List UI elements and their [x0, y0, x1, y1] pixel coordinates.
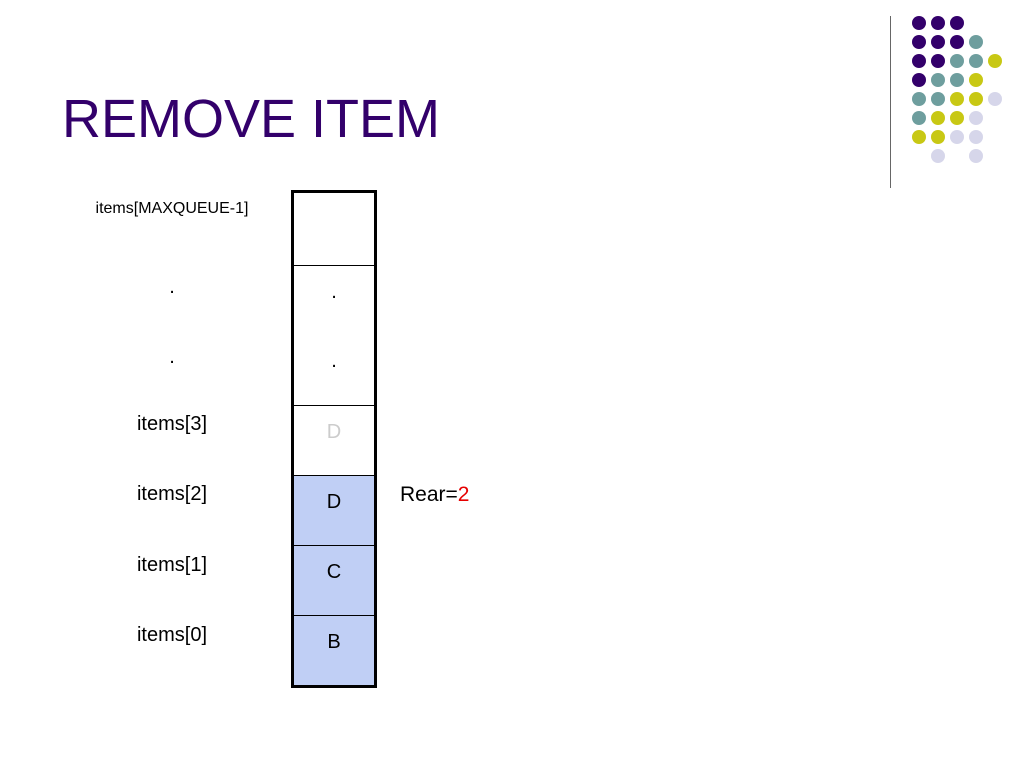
decorative-dot — [931, 130, 945, 144]
cell-items-2: D — [294, 475, 374, 545]
decorative-dot — [969, 92, 983, 106]
decorative-dot — [912, 130, 926, 144]
decorative-dot — [950, 111, 964, 125]
decorative-dot — [931, 149, 945, 163]
cell-ellipsis-1: . — [294, 265, 374, 335]
rear-pointer: Rear=2 — [400, 483, 469, 507]
decorative-dot — [969, 73, 983, 87]
decorative-dot — [931, 16, 945, 30]
slide-title: REMOVE ITEM — [62, 89, 441, 149]
decorative-dot — [912, 73, 926, 87]
rear-label: Rear= — [400, 483, 458, 506]
cell-maxqueue — [294, 193, 374, 265]
decorative-dot — [912, 16, 926, 30]
label-items-0: items[0] — [136, 624, 208, 646]
decorative-dot — [988, 54, 1002, 68]
decorative-dot — [969, 54, 983, 68]
decorative-dot — [969, 111, 983, 125]
cell-items-3: D — [294, 405, 374, 475]
label-items-2: items[2] — [136, 483, 208, 505]
label-ellipsis-1: . — [169, 276, 175, 298]
decorative-dot — [969, 130, 983, 144]
decorative-dot — [969, 149, 983, 163]
decorative-dot — [912, 92, 926, 106]
label-items-3: items[3] — [136, 413, 208, 435]
decorative-dot — [969, 35, 983, 49]
queue-array: . . D D C B — [291, 190, 377, 688]
decorative-dot — [931, 35, 945, 49]
label-items-maxqueue: items[MAXQUEUE-1] — [95, 200, 249, 217]
decorative-dot — [950, 54, 964, 68]
cell-ellipsis-2: . — [331, 350, 337, 372]
decorative-dot — [912, 35, 926, 49]
label-items-1: items[1] — [136, 554, 208, 576]
decorative-dot — [931, 73, 945, 87]
cell-items-1: C — [294, 545, 374, 615]
cell-items-0: B — [294, 615, 374, 685]
decorative-dot — [931, 92, 945, 106]
decorative-dot — [950, 16, 964, 30]
label-ellipsis-2: . — [169, 346, 175, 368]
decorative-dot — [931, 54, 945, 68]
decorative-dot — [950, 130, 964, 144]
decorative-dot — [912, 111, 926, 125]
decorative-dot — [950, 73, 964, 87]
header-divider — [890, 16, 891, 188]
decorative-dot — [950, 35, 964, 49]
decorative-dot — [931, 111, 945, 125]
decorative-dot — [950, 92, 964, 106]
rear-value: 2 — [457, 483, 470, 506]
decorative-dot — [912, 54, 926, 68]
decorative-dot — [988, 92, 1002, 106]
